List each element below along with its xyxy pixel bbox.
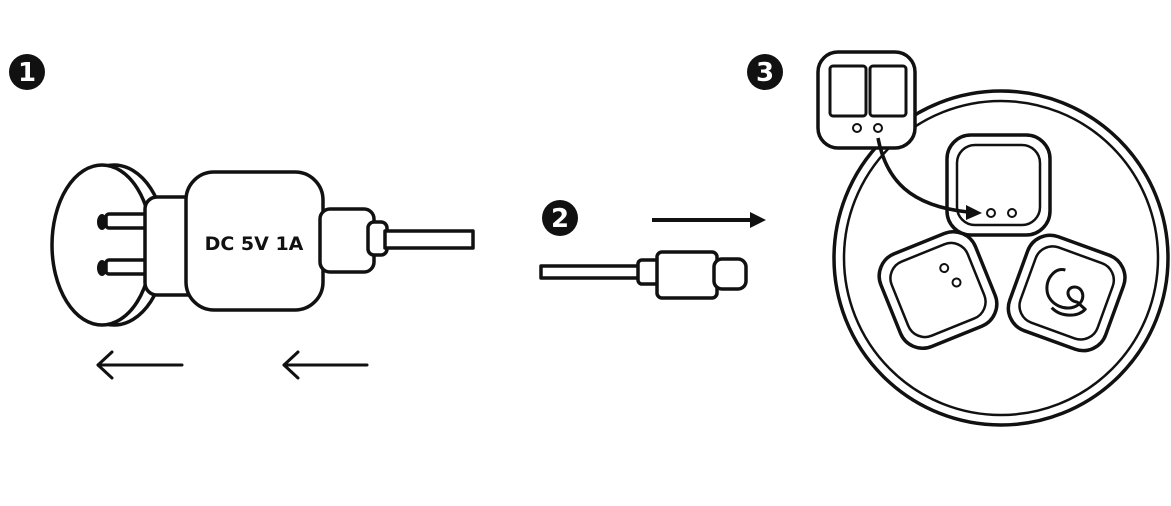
connect-arrow — [652, 212, 766, 228]
plug-adapter-icon — [50, 163, 475, 327]
adapter-boot — [318, 207, 376, 274]
step-2-number: 2 — [551, 204, 569, 234]
usb-connector-plug — [712, 257, 748, 291]
brand-logo-icon — [1045, 268, 1087, 317]
charge-contact-2 — [1007, 208, 1017, 218]
step-3: 3 — [747, 50, 1170, 427]
insert-arrow-left — [96, 350, 184, 380]
charge-contact-1 — [986, 208, 996, 218]
socket-hole-top — [97, 214, 107, 230]
earbud-slot-left — [877, 230, 999, 350]
charger-port-right — [868, 64, 908, 118]
placement-arrow — [876, 137, 982, 220]
step-1: 1 DC 5V 1A — [9, 54, 475, 380]
step-1-number: 1 — [18, 58, 36, 88]
usb-connector-housing — [655, 250, 719, 300]
insert-arrow-right — [282, 350, 369, 380]
charger-pin-1 — [852, 123, 862, 133]
step-1-badge: 1 — [9, 54, 45, 90]
step-3-number: 3 — [756, 58, 774, 88]
adapter-label: DC 5V 1A — [205, 233, 304, 255]
step-2-badge: 2 — [542, 200, 578, 236]
charger-pin-2 — [873, 123, 883, 133]
usb-cable-icon — [539, 250, 748, 300]
socket-hole-bottom — [97, 260, 107, 276]
adapter-cable — [383, 229, 475, 250]
earbud-slot-top-inner — [955, 143, 1042, 227]
charging-case-icon — [816, 50, 1170, 427]
usb-cable-wire — [539, 264, 643, 280]
wall-socket-plate — [50, 163, 154, 327]
charger-port-left — [828, 64, 868, 118]
step-3-badge: 3 — [747, 54, 783, 90]
earbud-icon — [1006, 233, 1127, 353]
step-2: 2 — [539, 200, 766, 300]
